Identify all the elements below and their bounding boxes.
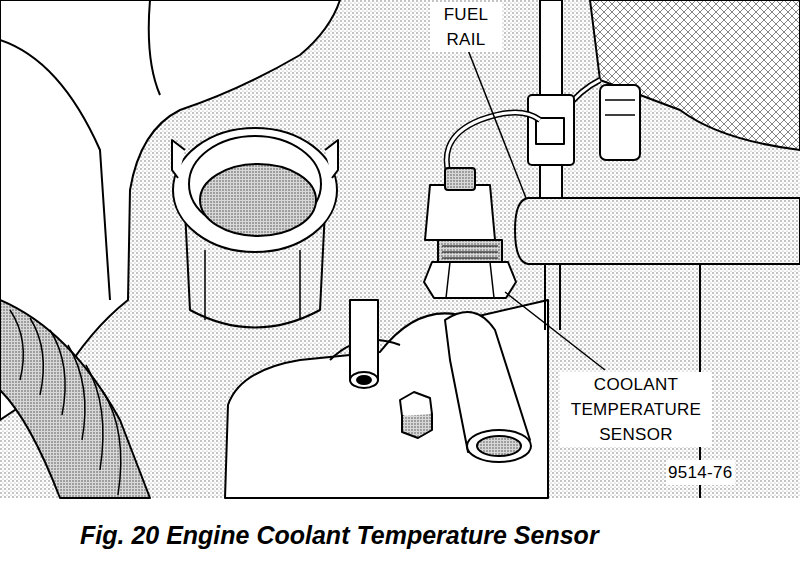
- part-label: COOLANT TEMPERATURE SENSOR: [560, 372, 712, 447]
- figure-number-holder: 9514-76: [666, 460, 735, 485]
- part-label-holder: COOLANT TEMPERATURE SENSOR: [560, 372, 712, 447]
- part-label: FUEL RAIL: [430, 2, 502, 52]
- figure-caption-holder: Fig. 20 Engine Coolant Temperature Senso…: [80, 521, 599, 550]
- figure-caption: Fig. 20 Engine Coolant Temperature Senso…: [80, 521, 599, 550]
- line-art: [0, 0, 800, 498]
- figure-number: 9514-76: [666, 460, 735, 485]
- part-label-holder: FUEL RAIL: [430, 2, 502, 52]
